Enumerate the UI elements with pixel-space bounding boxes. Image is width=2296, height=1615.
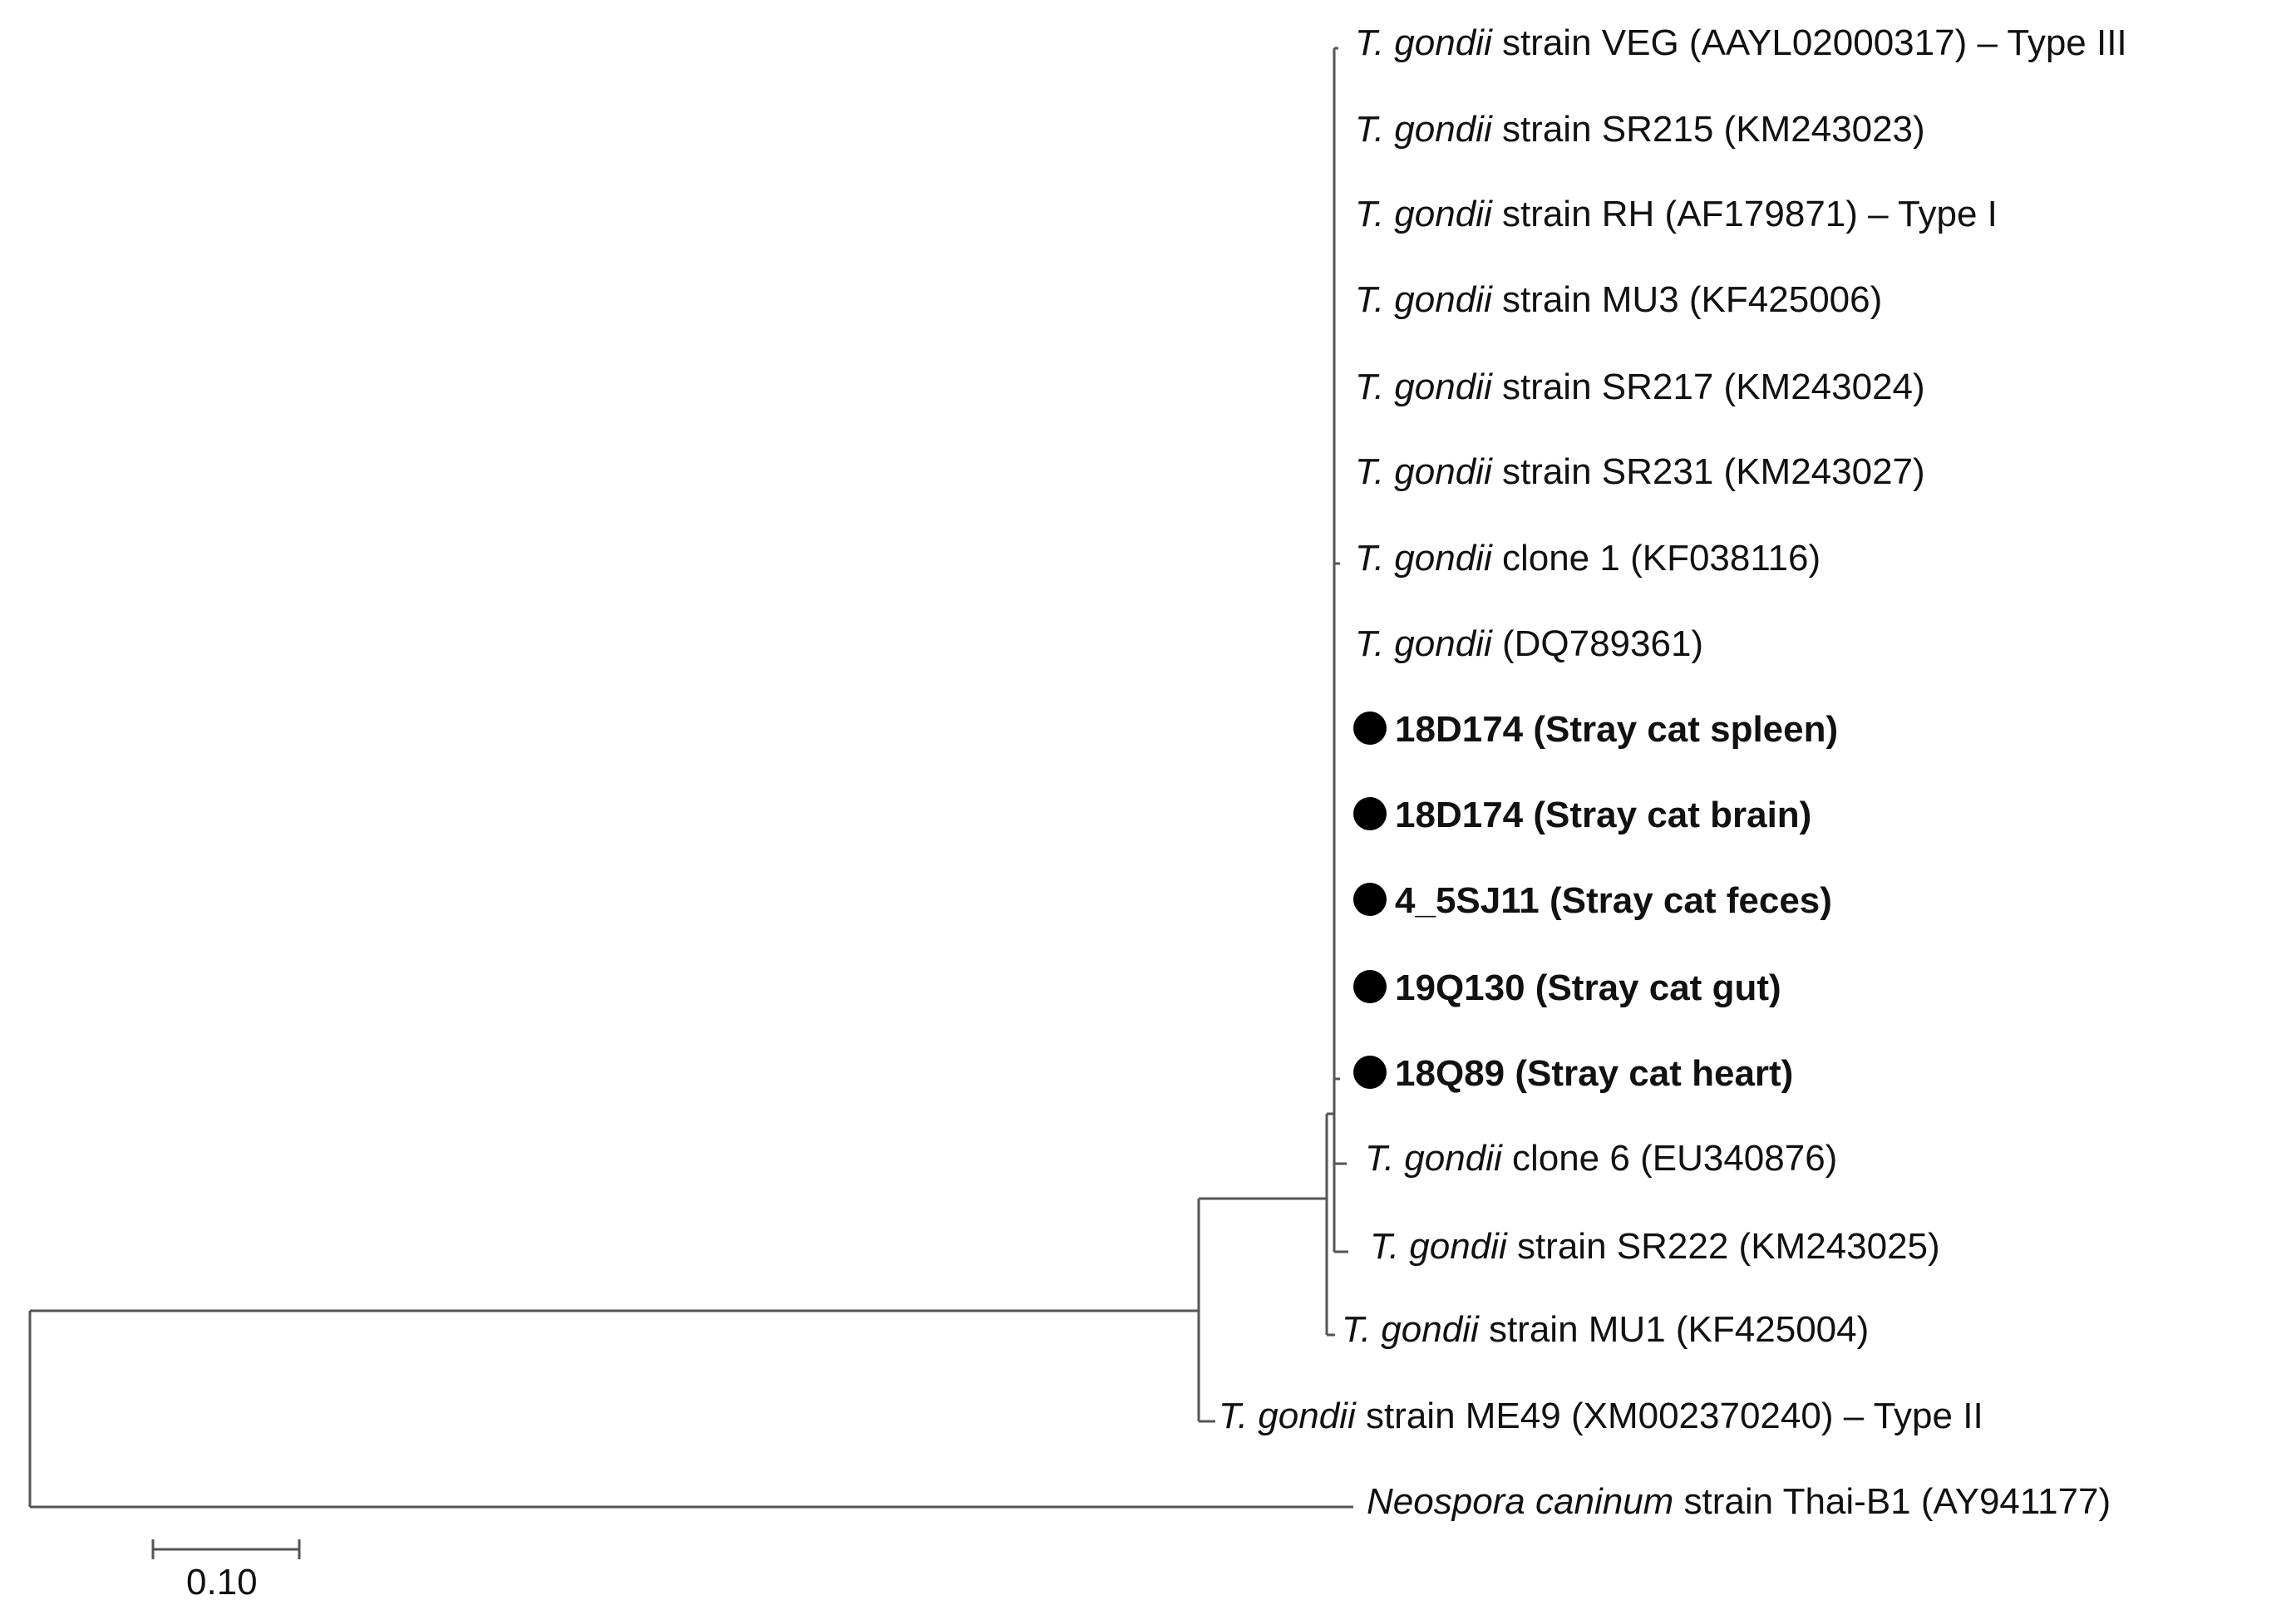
taxon-genus: T. gondii xyxy=(1219,1396,1356,1436)
taxon-description: strain Thai-B1 (AY941177) xyxy=(1673,1481,2111,1522)
taxon-label-sr215: T. gondii strain SR215 (KM243023) xyxy=(1355,108,1925,151)
tree-branches xyxy=(28,47,1353,1509)
sample-marker-icon xyxy=(1353,883,1387,916)
taxon-label-18d174-spleen: 18D174 (Stray cat spleen) xyxy=(1353,708,1838,751)
taxon-description: strain SR222 (KM243025) xyxy=(1506,1226,1940,1267)
taxon-description: 4_5SJ11 (Stray cat feces) xyxy=(1395,880,1832,921)
taxon-label-clone1: T. gondii clone 1 (KF038116) xyxy=(1355,537,1821,580)
taxon-genus: T. gondii xyxy=(1355,538,1492,579)
sample-marker-icon xyxy=(1353,970,1387,1003)
taxon-label-dq789361: T. gondii (DQ789361) xyxy=(1355,623,1703,666)
taxon-description: (DQ789361) xyxy=(1491,623,1704,664)
taxon-label-18q89: 18Q89 (Stray cat heart) xyxy=(1353,1052,1793,1096)
taxon-genus: T. gondii xyxy=(1365,1138,1502,1179)
taxon-description: strain SR217 (KM243024) xyxy=(1491,367,1925,407)
taxon-genus: T. gondii xyxy=(1355,623,1492,664)
taxon-label-sr222: T. gondii strain SR222 (KM243025) xyxy=(1370,1225,1940,1268)
taxon-description: strain RH (AF179871) – Type I xyxy=(1491,194,1998,234)
taxon-description: strain MU3 (KF425006) xyxy=(1491,279,1883,320)
taxon-label-neospora: Neospora caninum strain Thai-B1 (AY94117… xyxy=(1367,1480,2111,1524)
taxon-genus: T. gondii xyxy=(1355,367,1492,407)
taxon-label-me49: T. gondii strain ME49 (XM002370240) – Ty… xyxy=(1219,1395,1983,1438)
taxon-label-mu3: T. gondii strain MU3 (KF425006) xyxy=(1355,278,1882,322)
taxon-genus: T. gondii xyxy=(1355,194,1492,234)
sample-marker-icon xyxy=(1353,1056,1387,1089)
taxon-description: strain ME49 (XM002370240) – Type II xyxy=(1355,1396,1983,1436)
taxon-label-18d174-brain: 18D174 (Stray cat brain) xyxy=(1353,794,1811,837)
scale-bar xyxy=(151,1539,301,1559)
taxon-description: strain VEG (AAYL02000317) – Type III xyxy=(1491,22,2127,63)
taxon-label-rh: T. gondii strain RH (AF179871) – Type I xyxy=(1355,193,1998,236)
taxon-genus: T. gondii xyxy=(1355,279,1492,320)
sample-marker-icon xyxy=(1353,711,1387,745)
taxon-description: 18Q89 (Stray cat heart) xyxy=(1395,1053,1794,1094)
taxon-label-4-5sj11: 4_5SJ11 (Stray cat feces) xyxy=(1353,879,1832,923)
taxon-label-sr217: T. gondii strain SR217 (KM243024) xyxy=(1355,366,1925,409)
taxon-label-19q130: 19Q130 (Stray cat gut) xyxy=(1353,967,1781,1010)
taxon-genus: T. gondii xyxy=(1355,451,1492,492)
taxon-label-sr231: T. gondii strain SR231 (KM243027) xyxy=(1355,451,1925,494)
taxon-description: clone 6 (EU340876) xyxy=(1501,1138,1838,1179)
taxon-description: 19Q130 (Stray cat gut) xyxy=(1395,968,1781,1008)
taxon-genus: T. gondii xyxy=(1355,22,1492,63)
taxon-label-veg: T. gondii strain VEG (AAYL02000317) – Ty… xyxy=(1355,22,2127,65)
taxon-description: strain MU1 (KF425004) xyxy=(1478,1309,1870,1350)
taxon-genus: Neospora caninum xyxy=(1367,1481,1674,1522)
taxon-description: clone 1 (KF038116) xyxy=(1491,538,1821,579)
taxon-genus: T. gondii xyxy=(1355,109,1492,150)
taxon-label-clone6: T. gondii clone 6 (EU340876) xyxy=(1365,1137,1837,1180)
taxon-label-mu1: T. gondii strain MU1 (KF425004) xyxy=(1342,1308,1869,1352)
taxon-description: strain SR215 (KM243023) xyxy=(1491,109,1925,150)
taxon-description: strain SR231 (KM243027) xyxy=(1491,451,1925,492)
taxon-genus: T. gondii xyxy=(1370,1226,1507,1267)
taxon-description: 18D174 (Stray cat brain) xyxy=(1395,795,1812,835)
scale-bar-label: 0.10 xyxy=(186,1562,258,1603)
sample-marker-icon xyxy=(1353,797,1387,830)
taxon-genus: T. gondii xyxy=(1342,1309,1479,1350)
taxon-description: 18D174 (Stray cat spleen) xyxy=(1395,709,1839,750)
